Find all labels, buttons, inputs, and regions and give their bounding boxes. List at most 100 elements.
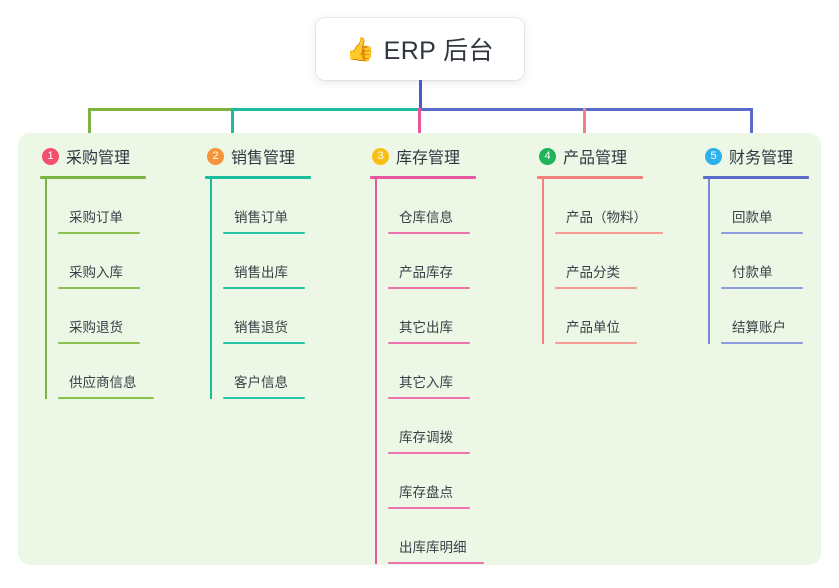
item-rule (58, 232, 140, 234)
branch-panel (18, 133, 821, 565)
thumbs-up-icon: 👍 (346, 35, 375, 62)
item-label: 供应商信息 (69, 375, 137, 390)
list-item[interactable]: 产品分类 (555, 234, 697, 289)
list-item[interactable]: 结算账户 (721, 289, 839, 344)
branch-items-1: 采购订单 采购入库 采购退货 供应商信息 (40, 179, 188, 399)
branch-spine-1 (45, 179, 47, 399)
item-rule (721, 342, 803, 344)
root-title: ERP 后台 (383, 37, 494, 65)
branch-items-3: 仓库信息 产品库存 其它出库 其它入库 库存调拨 库存盘点 (370, 179, 518, 564)
branch-items-4: 产品（物料） 产品分类 产品单位 (537, 179, 697, 344)
trunk-connector (418, 80, 422, 109)
item-label: 产品分类 (566, 265, 620, 280)
list-item[interactable]: 库存盘点 (388, 454, 518, 509)
root-node[interactable]: 👍 ERP 后台 (316, 18, 524, 80)
item-rule (388, 342, 470, 344)
item-rule (58, 287, 140, 289)
item-label: 结算账户 (732, 320, 786, 335)
item-rule (555, 232, 663, 234)
list-item[interactable]: 其它出库 (388, 289, 518, 344)
item-rule (388, 507, 470, 509)
list-item[interactable]: 采购退货 (58, 289, 188, 344)
item-rule (58, 342, 140, 344)
item-rule (388, 287, 470, 289)
list-item[interactable]: 采购入库 (58, 234, 188, 289)
item-label: 库存调拨 (399, 430, 453, 445)
branch-header-5[interactable]: 5 财务管理 (703, 144, 839, 168)
list-item[interactable]: 产品库存 (388, 234, 518, 289)
branch-title-1: 采购管理 (66, 150, 131, 167)
item-label: 销售退货 (234, 320, 288, 335)
item-label: 采购入库 (69, 265, 123, 280)
branch-badge-1: 1 (42, 147, 59, 165)
branch-title-4: 产品管理 (563, 150, 628, 167)
item-label: 销售订单 (234, 210, 288, 225)
item-label: 库存盘点 (399, 485, 453, 500)
branch-badge-4: 4 (539, 147, 556, 165)
list-item[interactable]: 其它入库 (388, 344, 518, 399)
branch-items-2: 销售订单 销售出库 销售退货 客户信息 (205, 179, 353, 399)
list-item[interactable]: 库存调拨 (388, 399, 518, 454)
list-item[interactable]: 采购订单 (58, 179, 188, 234)
item-label: 产品库存 (399, 265, 453, 280)
branch-title-2: 销售管理 (231, 150, 296, 167)
list-item[interactable]: 仓库信息 (388, 179, 518, 234)
drop-connector-1 (88, 108, 91, 151)
drop-connector-3 (418, 108, 421, 151)
list-item[interactable]: 供应商信息 (58, 344, 188, 399)
item-label: 仓库信息 (399, 210, 453, 225)
branch-column-5: 5 财务管理 回款单 付款单 结算账户 (703, 144, 839, 344)
branch-header-4[interactable]: 4 产品管理 (537, 144, 697, 168)
list-item[interactable]: 付款单 (721, 234, 839, 289)
branch-column-3: 3 库存管理 仓库信息 产品库存 其它出库 其它入库 库存调拨 (370, 144, 518, 564)
branch-spine-2 (210, 179, 212, 399)
branch-spine-5 (708, 179, 710, 344)
list-item[interactable]: 回款单 (721, 179, 839, 234)
branch-badge-3: 3 (372, 147, 389, 165)
item-label: 出库库明细 (399, 540, 467, 555)
branch-title-3: 库存管理 (396, 150, 461, 167)
bus-segment-2 (231, 108, 420, 111)
item-label: 回款单 (732, 210, 773, 225)
item-rule (721, 232, 803, 234)
item-rule (555, 342, 637, 344)
list-item[interactable]: 销售出库 (223, 234, 353, 289)
branch-column-2: 2 销售管理 销售订单 销售出库 销售退货 客户信息 (205, 144, 353, 399)
branch-spine-4 (542, 179, 544, 344)
item-label: 客户信息 (234, 375, 288, 390)
branch-column-1: 1 采购管理 采购订单 采购入库 采购退货 供应商信息 (40, 144, 188, 399)
item-rule (223, 287, 305, 289)
branch-badge-2: 2 (207, 147, 224, 165)
item-rule (388, 562, 484, 564)
item-rule (58, 397, 154, 399)
branch-header-rule-5 (703, 176, 809, 179)
list-item[interactable]: 客户信息 (223, 344, 353, 399)
item-rule (388, 397, 470, 399)
branch-spine-3 (375, 179, 377, 564)
branch-header-1[interactable]: 1 采购管理 (40, 144, 188, 168)
item-label: 产品单位 (566, 320, 620, 335)
root-node-content: 👍 ERP 后台 (346, 31, 494, 67)
item-label: 付款单 (732, 265, 773, 280)
item-label: 其它入库 (399, 375, 453, 390)
item-rule (223, 342, 305, 344)
branch-header-2[interactable]: 2 销售管理 (205, 144, 353, 168)
list-item[interactable]: 销售订单 (223, 179, 353, 234)
list-item[interactable]: 出库库明细 (388, 509, 518, 564)
branch-header-rule-4 (537, 176, 643, 179)
drop-connector-2 (231, 108, 234, 151)
item-label: 采购退货 (69, 320, 123, 335)
list-item[interactable]: 产品（物料） (555, 179, 697, 234)
branch-header-rule-1 (40, 176, 146, 179)
drop-connector-4 (583, 108, 586, 151)
bus-segment-1 (88, 108, 233, 111)
branch-header-3[interactable]: 3 库存管理 (370, 144, 518, 168)
list-item[interactable]: 销售退货 (223, 289, 353, 344)
branch-badge-5: 5 (705, 147, 722, 165)
branch-header-rule-3 (370, 176, 476, 179)
list-item[interactable]: 产品单位 (555, 289, 697, 344)
item-rule (388, 452, 470, 454)
item-rule (555, 287, 637, 289)
branch-items-5: 回款单 付款单 结算账户 (703, 179, 839, 344)
